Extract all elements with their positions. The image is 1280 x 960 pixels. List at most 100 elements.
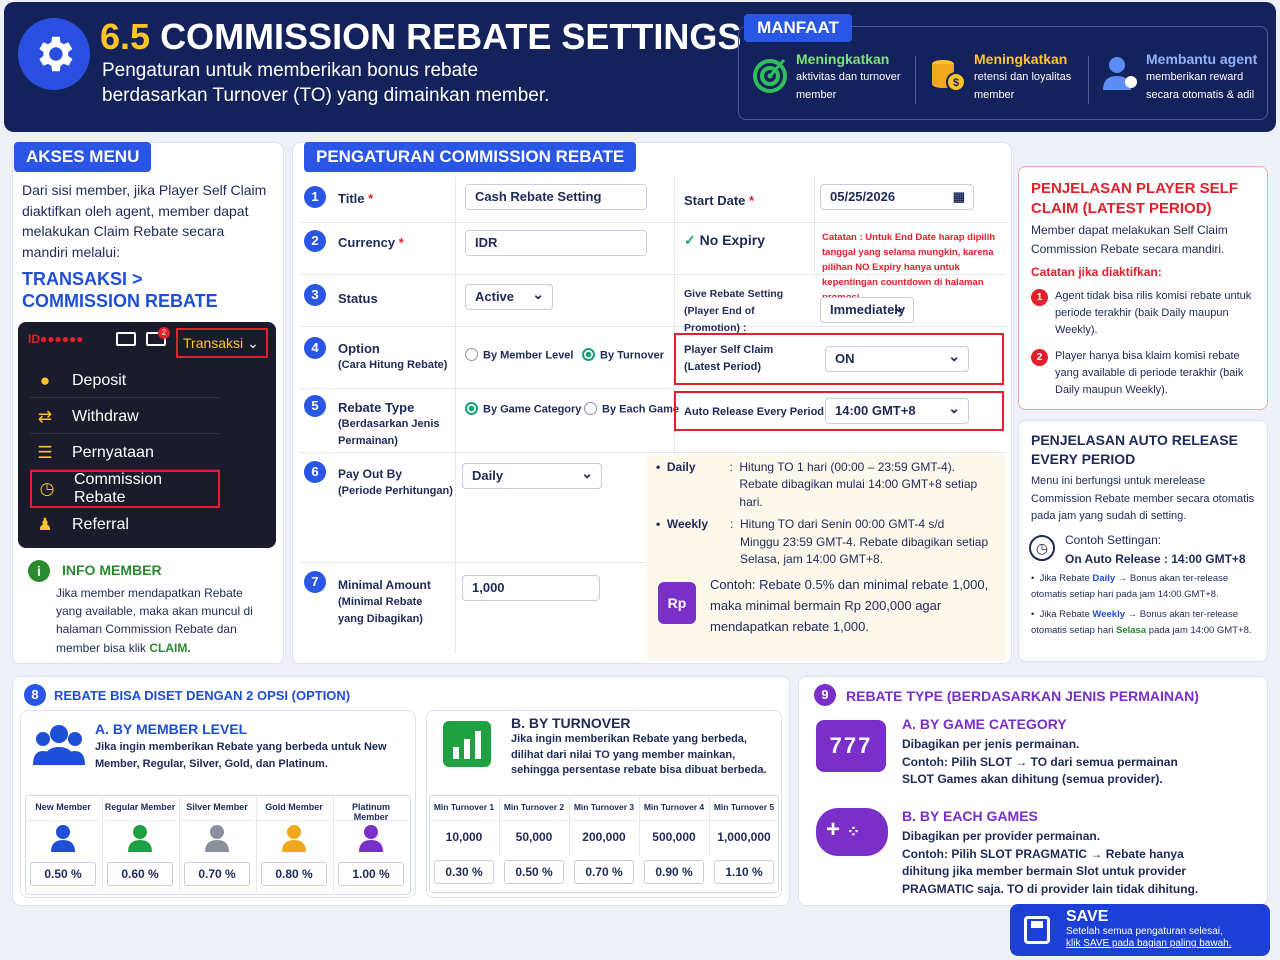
check-icon: ✓ bbox=[684, 232, 696, 248]
end-date-note: Catatan : Untuk End Date harap dipilih t… bbox=[822, 232, 996, 303]
each-games-text: Dibagikan per provider permainan.Contoh:… bbox=[902, 829, 1199, 896]
no-expiry-checkbox[interactable]: ✓ No Expiry bbox=[684, 232, 765, 248]
currency-label: Currency * bbox=[338, 235, 404, 250]
rebate-type-label: Rebate Type(Berdasarkan Jenis Permainan) bbox=[338, 400, 440, 447]
form-tag: PENGATURAN COMMISSION REBATE bbox=[304, 142, 637, 172]
currency-input[interactable]: IDR bbox=[465, 230, 647, 256]
turnover-table bbox=[429, 795, 779, 893]
turnover-min-value: 200,000 bbox=[582, 830, 626, 844]
member-level-name: Regular Member bbox=[104, 802, 176, 812]
menu-item-referral[interactable]: ♟Referral bbox=[30, 508, 220, 542]
payout-label: Pay Out By(Periode Perhitungan) bbox=[338, 467, 453, 497]
menu-item-deposit[interactable]: ●Deposit bbox=[30, 364, 220, 398]
menu-item-withdraw[interactable]: ⇄Withdraw bbox=[30, 400, 220, 434]
status-select[interactable]: Active bbox=[465, 282, 553, 310]
withdraw-icon: ⇄ bbox=[37, 406, 53, 426]
page-title: 6.5 COMMISSION REBATE SETTINGS bbox=[100, 16, 742, 57]
member-level-rebate-input[interactable]: 0.50 % bbox=[30, 862, 96, 886]
turnover-min-value: 50,000 bbox=[515, 830, 553, 844]
each-games-title: B. BY EACH GAMES bbox=[902, 808, 1038, 824]
menu-item-commission-rebate[interactable]: ◷Commission Rebate bbox=[30, 470, 220, 508]
member-level-title: A. BY MEMBER LEVEL bbox=[95, 721, 248, 737]
radio-by-turnover[interactable]: By Turnover bbox=[582, 348, 664, 362]
turnover-name: Min Turnover 1 bbox=[433, 802, 495, 812]
menu-item-pernyataan[interactable]: ☰Pernyataan bbox=[30, 436, 220, 470]
info-icon: i bbox=[28, 560, 50, 582]
calendar-icon[interactable]: ▦ bbox=[952, 189, 965, 204]
status-label: Status bbox=[338, 291, 378, 306]
give-rebate-select[interactable]: Immediately bbox=[820, 295, 914, 323]
psc-card-catatan: Catatan jika diaktifkan: bbox=[1031, 265, 1162, 279]
member-level-column: Silver Member 0.70 % bbox=[180, 796, 257, 892]
save-button[interactable]: SAVE Setelah semua pengaturan selesai,kl… bbox=[1010, 904, 1270, 956]
payout-select[interactable]: Daily bbox=[462, 461, 602, 489]
ar-card-title: PENJELASAN AUTO RELEASE EVERY PERIOD bbox=[1031, 432, 1238, 467]
member-icon bbox=[359, 824, 383, 857]
psc-note-2: Player hanya bisa klaim komisi rebate ya… bbox=[1055, 350, 1244, 396]
notification-badge: 2 bbox=[158, 327, 170, 339]
turnover-name: Min Turnover 4 bbox=[643, 802, 705, 812]
deposit-icon: ● bbox=[39, 370, 51, 390]
target-icon bbox=[750, 54, 790, 94]
turnover-name: Min Turnover 2 bbox=[503, 802, 565, 812]
turnover-rebate-input[interactable]: 0.70 % bbox=[574, 860, 634, 884]
referral-icon: ♟ bbox=[37, 515, 53, 534]
akses-menu-tag: AKSES MENU bbox=[14, 142, 152, 172]
member-level-name: Platinum Member bbox=[351, 802, 390, 822]
member-level-name: New Member bbox=[35, 802, 91, 812]
player-self-claim-select[interactable]: ON bbox=[825, 344, 969, 372]
manfaat-panel bbox=[738, 26, 1268, 120]
turnover-title: B. BY TURNOVER bbox=[511, 715, 631, 731]
akses-description: Dari sisi member, jika Player Self Claim… bbox=[22, 182, 267, 260]
transaksi-dropdown[interactable]: Transaksi ⌄ bbox=[176, 328, 268, 358]
member-level-name: Gold Member bbox=[265, 802, 323, 812]
member-level-rebate-input[interactable]: 1.00 % bbox=[338, 862, 404, 886]
start-date-label: Start Date * bbox=[684, 193, 755, 208]
akses-path: TRANSAKSI >COMMISSION REBATE bbox=[22, 269, 218, 311]
turnover-rebate-input[interactable]: 0.90 % bbox=[644, 860, 704, 884]
turnover-rebate-input[interactable]: 1.10 % bbox=[714, 860, 774, 884]
auto-release-card: PENJELASAN AUTO RELEASE EVERY PERIOD Men… bbox=[1018, 420, 1268, 662]
member-level-rebate-input[interactable]: 0.70 % bbox=[184, 862, 250, 886]
slot-machine-icon: 777 bbox=[816, 720, 886, 772]
step-6: 6 bbox=[304, 461, 326, 483]
member-level-rebate-input[interactable]: 0.80 % bbox=[261, 862, 327, 886]
title-label: Title * bbox=[338, 191, 374, 206]
radio-by-each-game[interactable]: By Each Game bbox=[584, 402, 679, 416]
member-icon bbox=[51, 824, 75, 857]
turnover-rebate-input[interactable]: 0.30 % bbox=[434, 860, 494, 884]
psc-note-1: Agent tidak bisa rilis komisi rebate unt… bbox=[1055, 290, 1252, 336]
step-8: 8 bbox=[24, 684, 46, 706]
radio-by-member-level[interactable]: By Member Level bbox=[465, 348, 573, 362]
ar-example: Contoh Settingan:On Auto Release : 14:00… bbox=[1065, 533, 1246, 566]
options-title: REBATE BISA DISET DENGAN 2 OPSI (OPTION) bbox=[54, 688, 351, 703]
info-member-text: Jika member mendapatkan Rebate yang avai… bbox=[56, 586, 253, 655]
turnover-rebate-input[interactable]: 0.50 % bbox=[504, 860, 564, 884]
psc-card-title: PENJELASAN PLAYER SELF CLAIM (LATEST PER… bbox=[1031, 180, 1238, 217]
turnover-name: Min Turnover 5 bbox=[713, 802, 775, 812]
coins-icon: $ bbox=[928, 54, 968, 94]
member-id: ID●●●●●● bbox=[28, 332, 84, 346]
member-level-rebate-input[interactable]: 0.60 % bbox=[107, 862, 173, 886]
mail-icon[interactable] bbox=[116, 332, 136, 346]
auto-release-select[interactable]: 14:00 GMT+8 bbox=[825, 396, 969, 424]
title-input[interactable]: Cash Rebate Setting bbox=[465, 184, 647, 210]
psc-card-text: Member dapat melakukan Self Claim Commis… bbox=[1031, 223, 1228, 256]
member-level-column: Regular Member 0.60 % bbox=[103, 796, 180, 892]
start-date-input[interactable]: 05/25/2026▦ bbox=[820, 184, 974, 210]
turnover-min-value: 1,000,000 bbox=[717, 830, 771, 844]
game-category-title: A. BY GAME CATEGORY bbox=[902, 716, 1067, 732]
radio-by-game-category[interactable]: By Game Category bbox=[465, 402, 581, 416]
ar-bullets: • Jika Rebate Daily → Bonus akan ter-rel… bbox=[1031, 573, 1252, 636]
player-self-claim-highlight bbox=[674, 333, 1004, 385]
minimal-amount-input[interactable]: 1,000 bbox=[462, 575, 600, 601]
inbox-icon[interactable] bbox=[146, 332, 166, 346]
member-level-text: Jika ingin memberikan Rebate yang berbed… bbox=[95, 741, 387, 770]
turnover-card: B. BY TURNOVER Jika ingin memberikan Reb… bbox=[426, 710, 782, 898]
member-level-name: Silver Member bbox=[186, 802, 248, 812]
